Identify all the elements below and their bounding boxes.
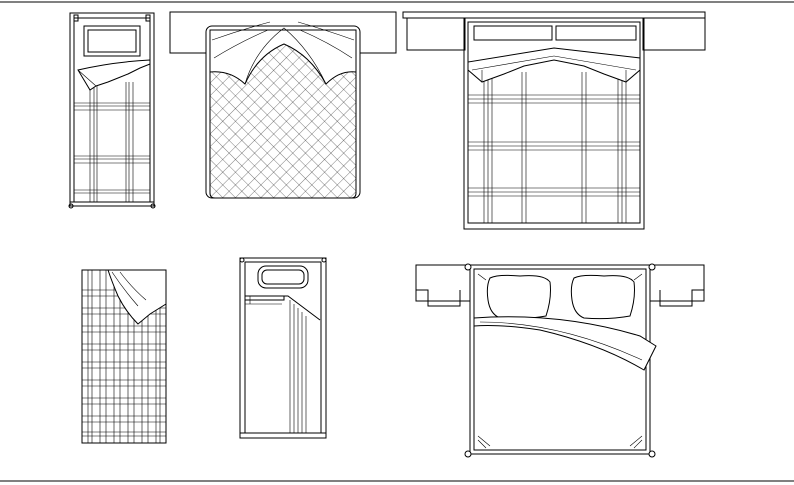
pillow-right xyxy=(570,274,635,320)
pillow xyxy=(257,265,309,289)
single-bed-striped-fold xyxy=(239,257,327,439)
single-bed-grid-quilt xyxy=(81,269,167,444)
pillow-right xyxy=(555,25,637,41)
single-bed-plaid-with-pillow xyxy=(68,12,156,209)
double-bed-two-pillows-posts xyxy=(415,263,705,458)
pillow-left xyxy=(486,274,551,320)
double-bed-diamond-quilt xyxy=(169,11,397,199)
nightstand-left xyxy=(406,17,466,51)
pillow-left xyxy=(473,25,553,41)
pillow xyxy=(83,25,141,57)
folded-sheet xyxy=(473,316,657,371)
double-bed-plaid-nightstands xyxy=(402,11,706,230)
nightstand-right xyxy=(642,17,706,51)
